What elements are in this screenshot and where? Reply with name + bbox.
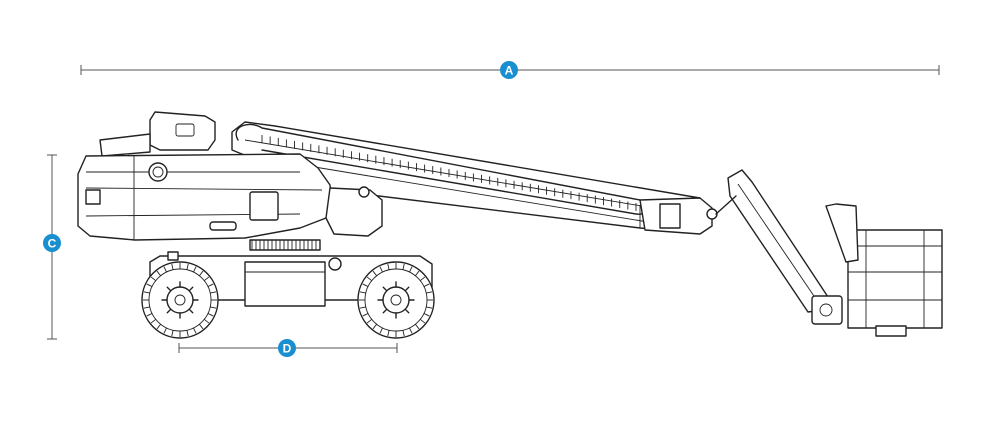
jib-arm bbox=[715, 169, 831, 313]
front-wheel bbox=[357, 261, 435, 339]
boom-head bbox=[639, 197, 718, 235]
dimension-a-marker bbox=[500, 61, 518, 79]
basket bbox=[825, 203, 943, 337]
dimension-a-label: A bbox=[505, 64, 514, 78]
dimension-d: D bbox=[178, 339, 398, 357]
dimension-d-marker bbox=[278, 339, 296, 357]
dimension-a: A bbox=[80, 61, 940, 79]
upper-cover bbox=[99, 111, 216, 157]
rear-wheel bbox=[141, 261, 219, 339]
turret-body bbox=[77, 153, 383, 241]
boom-lift-illustration bbox=[77, 111, 943, 339]
platform-rotator bbox=[811, 295, 843, 325]
slew-ring bbox=[249, 239, 321, 251]
dimension-c: C bbox=[43, 154, 61, 340]
dimension-c-label: C bbox=[48, 237, 57, 251]
dimension-d-label: D bbox=[283, 342, 292, 356]
dimension-c-marker bbox=[43, 234, 61, 252]
